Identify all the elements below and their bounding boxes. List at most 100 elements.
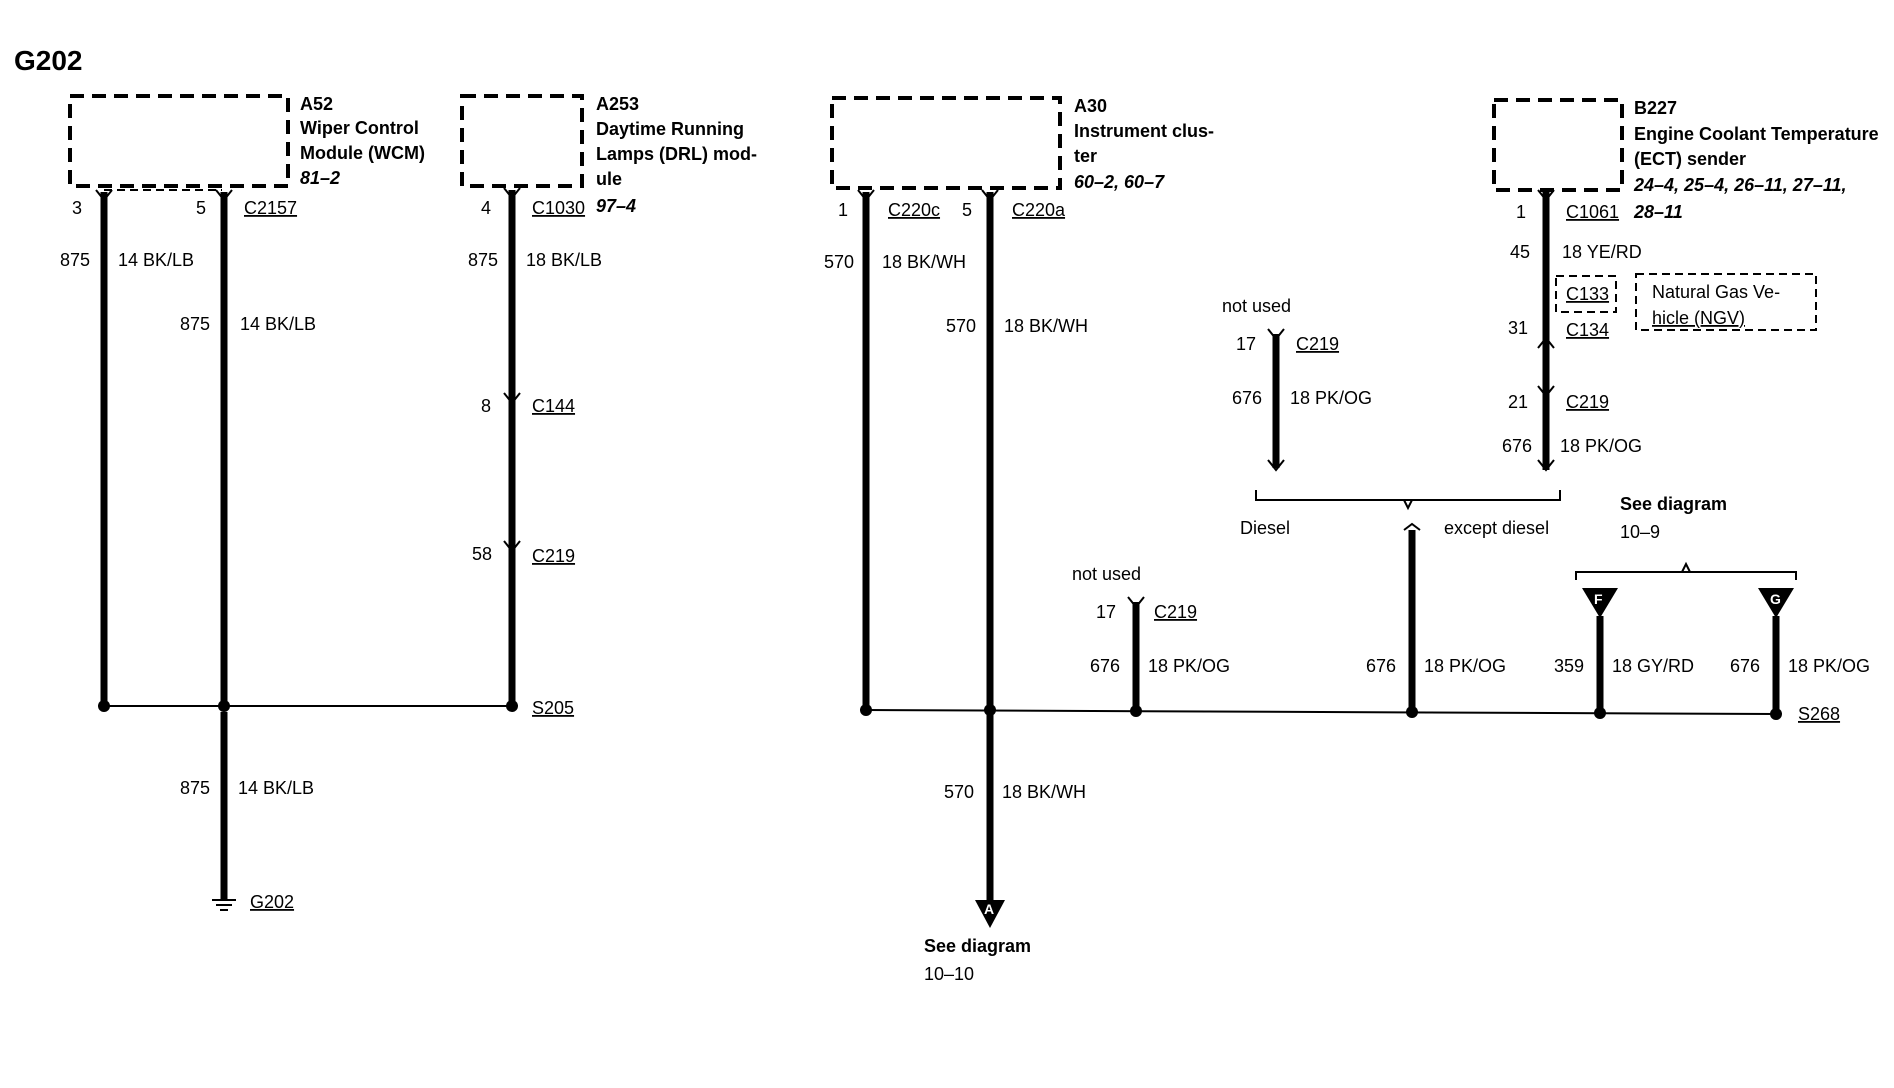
a30-id: A30 (1074, 96, 1107, 116)
a30-name-line2: ter (1074, 146, 1097, 166)
wire-gauge-color: 18 BK/WH (882, 252, 966, 272)
circuit-number: 570 (824, 252, 854, 272)
splice-node (860, 704, 872, 716)
connector-chevron (1537, 336, 1555, 349)
b227-reference-line2: 28–11 (1633, 202, 1683, 222)
not-used-label: not used (1072, 564, 1141, 584)
wire-gauge-color: 18 PK/OG (1148, 656, 1230, 676)
pin-label: 45 (1510, 242, 1530, 262)
b227-module-box (1492, 98, 1624, 192)
except-diesel-label: except diesel (1444, 518, 1549, 538)
connector-chevron (1267, 328, 1285, 341)
a253-id: A253 (596, 94, 639, 114)
a52-module-box (68, 94, 290, 188)
a253-name-line2: Lamps (DRL) mod- (596, 144, 757, 164)
circuit-number: 875 (468, 250, 498, 270)
ngv-option-box (1635, 273, 1817, 331)
arrow-g-label: G (1770, 591, 1781, 607)
connector-chevron (95, 189, 113, 202)
connector-c134-label: C134 (1566, 320, 1609, 340)
pin-label: 21 (1508, 392, 1528, 412)
connector-chevron (503, 392, 521, 405)
a30-name-line1: Instrument clus- (1074, 121, 1214, 141)
circuit-number: 875 (60, 250, 90, 270)
splice-node (506, 700, 518, 712)
connector-chevron (1537, 459, 1555, 472)
a52-id: A52 (300, 94, 333, 114)
b227-name-line1: Engine Coolant Temperature (1634, 124, 1879, 144)
arrow-g-icon (1758, 588, 1794, 618)
circuit-number: 570 (946, 316, 976, 336)
option-brace (1575, 571, 1797, 580)
option-brace-tip (1681, 561, 1691, 573)
connector-c219-label: C219 (1154, 602, 1197, 622)
pin-label: 31 (1508, 318, 1528, 338)
pin-label: 17 (1096, 602, 1116, 622)
circuit-number: 676 (1730, 656, 1760, 676)
wire-gauge-color: 18 PK/OG (1424, 656, 1506, 676)
see-diagram-a-label: See diagram (924, 936, 1031, 956)
splice-s268-label: S268 (1798, 704, 1840, 724)
pin-label: 3 (72, 198, 82, 218)
a30-reference: 60–2, 60–7 (1074, 172, 1165, 192)
pin-label: 8 (481, 396, 491, 416)
pin-label: 5 (196, 198, 206, 218)
wire-gauge-color: 18 BK/WH (1004, 316, 1088, 336)
wire-gauge-color: 18 YE/RD (1562, 242, 1642, 262)
splice-s205-label: S205 (532, 698, 574, 718)
ngv-label-line1: Natural Gas Ve- (1652, 282, 1780, 302)
splice-node (984, 704, 996, 716)
connector-chevron (503, 540, 521, 553)
ground-g202-label: G202 (250, 892, 294, 912)
connector-chevron (215, 189, 233, 202)
connector-c219-label: C219 (1296, 334, 1339, 354)
wire-gauge-color: 18 BK/LB (526, 250, 602, 270)
connector-chevron (1267, 459, 1285, 472)
ngv-label-line2: hicle (NGV) (1652, 308, 1745, 328)
pin-label: 5 (962, 200, 972, 220)
a253-name-line1: Daytime Running (596, 119, 744, 139)
splice-node (1130, 705, 1142, 717)
circuit-number: 676 (1502, 436, 1532, 456)
a253-reference: 97–4 (596, 196, 636, 216)
b227-id: B227 (1634, 98, 1677, 118)
wire-gauge-color: 18 PK/OG (1290, 388, 1372, 408)
a253-name-line3: ule (596, 169, 622, 189)
wire-gauge-color: 18 GY/RD (1612, 656, 1694, 676)
a30-module-box (830, 96, 1062, 190)
connector-chevron (503, 187, 521, 200)
connector-c2157-label: C2157 (244, 198, 297, 218)
pin-label: 4 (481, 198, 491, 218)
b227-name-line2: (ECT) sender (1634, 149, 1746, 169)
circuit-number: 676 (1090, 656, 1120, 676)
wire-gauge-color: 14 BK/LB (118, 250, 194, 270)
connector-c220c-label: C220c (888, 200, 940, 220)
circuit-number: 875 (180, 778, 210, 798)
connector-chevron (1403, 522, 1421, 531)
wire-gauge-color: 18 BK/WH (1002, 782, 1086, 802)
connector-c1030-label: C1030 (532, 198, 585, 218)
not-used-label: not used (1222, 296, 1291, 316)
wire-gauge-color: 18 PK/OG (1560, 436, 1642, 456)
connector-chevron (1127, 596, 1145, 609)
circuit-number: 676 (1232, 388, 1262, 408)
connector-c219-label: C219 (1566, 392, 1609, 412)
pin-label: 17 (1236, 334, 1256, 354)
pin-label: 58 (472, 544, 492, 564)
arrow-f-icon (1582, 588, 1618, 618)
wire-gauge-color: 14 BK/LB (240, 314, 316, 334)
c133-connector-box (1555, 275, 1617, 313)
connector-c133-label: C133 (1566, 284, 1609, 304)
connector-c220a-label: C220a (1012, 200, 1066, 220)
a253-module-box (460, 94, 584, 188)
arrow-a-label: A (984, 901, 994, 917)
a52-name-line2: Module (WCM) (300, 143, 425, 163)
circuit-number: 570 (944, 782, 974, 802)
pin-label: 1 (838, 200, 848, 220)
connector-chevron (1537, 385, 1555, 398)
circuit-number: 359 (1554, 656, 1584, 676)
connector-chevron (981, 189, 999, 202)
a52-reference: 81–2 (300, 168, 340, 188)
diagram-title: G202 (14, 45, 83, 76)
